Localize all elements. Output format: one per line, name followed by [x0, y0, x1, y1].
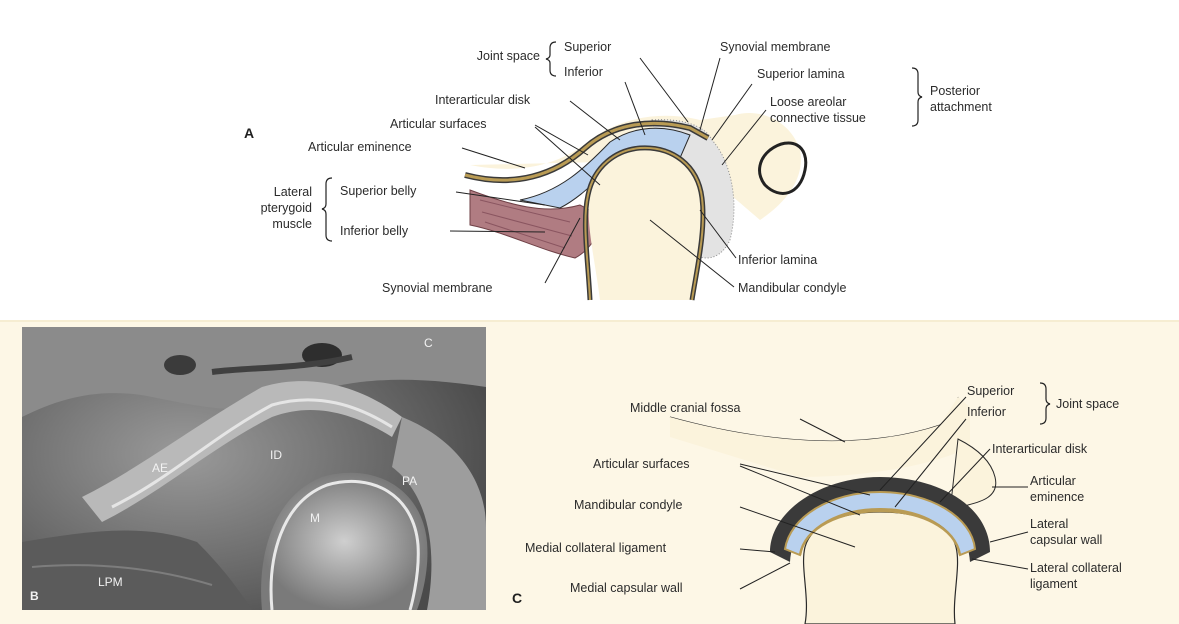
panel-b-diagram: AE ID PA M LPM C B: [22, 327, 486, 610]
label-articular-eminence: Articular eminence: [308, 140, 412, 154]
label-superior: Superior: [564, 40, 611, 54]
label-id: ID: [270, 448, 282, 462]
label-synovial-membrane-top: Synovial membrane: [720, 40, 831, 54]
label-c-inferior: Inferior: [967, 405, 1006, 419]
label-c-lateral-collateral-ligament-2: ligament: [1030, 577, 1078, 591]
label-loose-areolar-2: connective tissue: [770, 111, 866, 125]
label-interarticular-disk: Interarticular disk: [435, 93, 531, 107]
panel-a-diagram: A Joint space Superior Inferior Synovial…: [0, 0, 1179, 320]
label-c-articular-surfaces: Articular surfaces: [593, 457, 690, 471]
label-articular-surfaces: Articular surfaces: [390, 117, 487, 131]
label-lateral-pterygoid-3: muscle: [272, 217, 312, 231]
label-pa: PA: [402, 474, 417, 488]
label-c-mandibular-condyle: Mandibular condyle: [574, 498, 682, 512]
label-lpm: LPM: [98, 575, 123, 589]
label-mandibular-condyle: Mandibular condyle: [738, 281, 846, 295]
label-c-medial-collateral-ligament: Medial collateral ligament: [525, 541, 667, 555]
label-joint-space: Joint space: [477, 49, 540, 63]
panel-a: A Joint space Superior Inferior Synovial…: [0, 0, 1179, 322]
label-c-articular-eminence-2: eminence: [1030, 490, 1084, 504]
panel-a-letter: A: [244, 125, 254, 141]
label-posterior-attachment-2: attachment: [930, 100, 992, 114]
label-lateral-pterygoid-1: Lateral: [274, 185, 312, 199]
panel-b-letter: B: [30, 589, 39, 603]
label-c-interarticular-disk: Interarticular disk: [992, 442, 1088, 456]
mandibular-condyle-c: [804, 512, 958, 624]
panel-b-photo: AE ID PA M LPM C B: [22, 327, 486, 610]
label-synovial-membrane-bottom: Synovial membrane: [382, 281, 493, 295]
panel-c: Middle cranial fossa Superior Inferior J…: [500, 327, 1179, 624]
panel-c-diagram: Middle cranial fossa Superior Inferior J…: [500, 327, 1179, 624]
label-loose-areolar-1: Loose areolar: [770, 95, 846, 109]
label-superior-belly: Superior belly: [340, 184, 417, 198]
label-c-medial-capsular-wall: Medial capsular wall: [570, 581, 683, 595]
label-ae: AE: [152, 461, 168, 475]
label-inferior-belly: Inferior belly: [340, 224, 409, 238]
label-c-lateral-collateral-ligament-1: Lateral collateral: [1030, 561, 1122, 575]
label-c-superior: Superior: [967, 384, 1014, 398]
panel-c-letter: C: [512, 590, 522, 606]
label-middle-cranial-fossa: Middle cranial fossa: [630, 401, 741, 415]
label-superior-lamina: Superior lamina: [757, 67, 845, 81]
label-c-joint-space: Joint space: [1056, 397, 1119, 411]
label-lateral-pterygoid-2: pterygoid: [261, 201, 312, 215]
label-inferior-lamina: Inferior lamina: [738, 253, 817, 267]
label-c-lateral-capsular-wall-2: capsular wall: [1030, 533, 1102, 547]
label-c-articular-eminence-1: Articular: [1030, 474, 1076, 488]
label-posterior-attachment-1: Posterior: [930, 84, 980, 98]
label-m: M: [310, 511, 320, 525]
label-c: C: [424, 336, 433, 350]
label-c-lateral-capsular-wall-1: Lateral: [1030, 517, 1068, 531]
label-inferior: Inferior: [564, 65, 603, 79]
mandibular-condyle: [589, 150, 702, 300]
